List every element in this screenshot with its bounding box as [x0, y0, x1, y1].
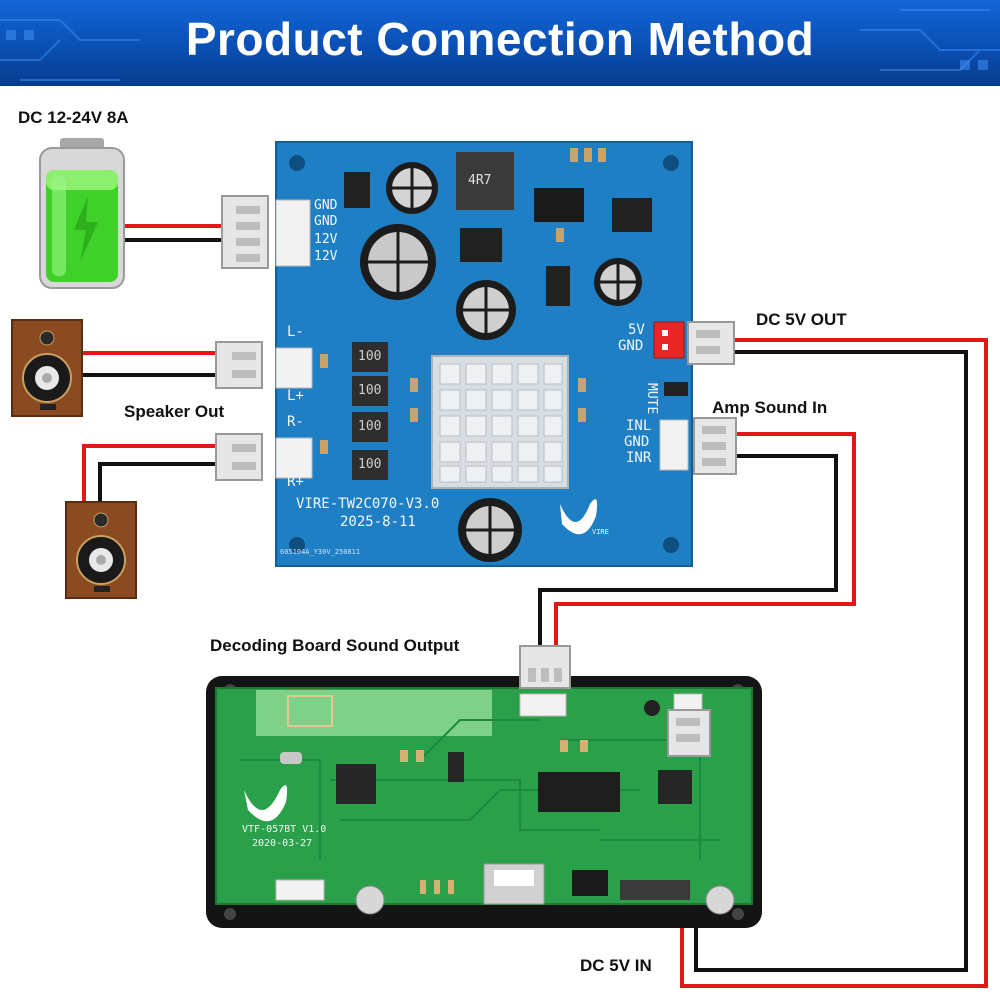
dc5v-out-label: DC 5V OUT [756, 310, 847, 329]
pin-label-r-plus: R+ [287, 474, 304, 490]
decoder-date-label: 2020-03-27 [252, 838, 313, 849]
dc5v-in-label: DC 5V IN [580, 956, 652, 975]
pin-label-gnd-1: GND [314, 198, 338, 213]
speaker-right-icon [65, 501, 137, 599]
pin-label-l-plus: L+ [287, 388, 304, 404]
choke-label-2: 100 [358, 383, 382, 398]
decoder-board [206, 676, 762, 928]
choke-label-4: 100 [358, 457, 382, 472]
mute-label: MUTE [644, 383, 659, 415]
inductor-label: 4R7 [468, 173, 492, 188]
pin-label-12v-2: 12V [314, 249, 338, 264]
speaker-right-plug-connector [215, 433, 263, 481]
battery-icon [39, 138, 125, 289]
wire-audio-red [554, 432, 856, 648]
page-title: Product Connection Method [185, 13, 815, 65]
decoding-output-label: Decoding Board Sound Output [210, 636, 460, 655]
pin-label-gnd-2: GND [314, 214, 338, 229]
header-banner: Product Connection Method [0, 0, 1000, 86]
wire-spk-right-red [82, 444, 216, 510]
pin-label-l-minus: L- [287, 324, 304, 340]
decoder-5v-plug-connector [667, 709, 711, 757]
amp-sound-in-plug-connector [693, 417, 737, 475]
speaker-out-label: Speaker Out [124, 402, 225, 421]
pin-label-inr: INR [626, 450, 652, 466]
pin-label-inl: INL [626, 418, 652, 434]
power-plug-connector [221, 195, 269, 269]
speaker-left-plug-connector [215, 341, 263, 389]
wire-audio-black [538, 454, 838, 648]
speaker-left-icon [11, 319, 83, 417]
amp-date-label: 2025-8-11 [340, 514, 416, 530]
pin-label-12v-1: 12V [314, 232, 338, 247]
amplifier-board [275, 141, 693, 567]
choke-label-1: 100 [358, 349, 382, 364]
serial-label: 605104A_Y30V_250811 [280, 548, 361, 556]
decoder-audio-plug-connector [519, 645, 571, 689]
choke-label-3: 100 [358, 419, 382, 434]
pin-label-r-minus: R- [287, 414, 304, 430]
pin-label-5v: 5V [628, 322, 645, 338]
circuit-pattern-decor [0, 9, 1000, 81]
dc5v-out-plug-connector [687, 321, 735, 365]
wire-spk-right-black [98, 462, 216, 510]
decoder-model-label: VTF-057BT V1.0 [242, 824, 327, 835]
brand-label: VIRE [592, 528, 609, 536]
power-label: DC 12-24V 8A [18, 108, 129, 127]
amp-sound-in-label: Amp Sound In [712, 398, 828, 417]
pin-label-gnd-in: GND [624, 434, 650, 450]
pin-label-gnd-out: GND [618, 338, 644, 354]
amp-model-label: VIRE-TW2C070-V3.0 [296, 496, 440, 512]
